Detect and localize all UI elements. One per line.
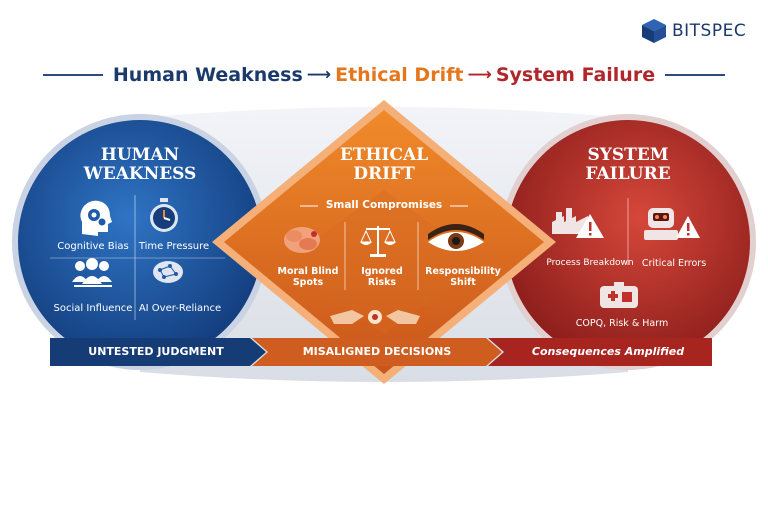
headline-rule-right	[665, 74, 726, 76]
band-label-consequences-amplified: Consequences Amplified	[531, 345, 685, 358]
headline: Human Weakness ⟶ Ethical Drift ⟶ System …	[0, 64, 768, 86]
band-segment-right	[488, 338, 712, 366]
human-weakness-title: HUMAN WEAKNESS	[70, 146, 210, 184]
ignored-risks-label: Ignored Risks	[346, 266, 418, 288]
band-segment-center	[252, 338, 502, 366]
title-line-2: FAILURE	[585, 164, 671, 184]
headline-part-1: Human Weakness	[112, 64, 303, 86]
stopwatch-icon	[150, 198, 178, 232]
band-segment-left	[50, 338, 266, 366]
band-label-misaligned-decisions: MISALIGNED DECISIONS	[302, 345, 452, 358]
label-line-1: Moral Blind	[277, 266, 339, 277]
brain-icon	[284, 227, 320, 253]
headline-part-3: System Failure	[495, 64, 656, 86]
robot-warning-icon	[644, 208, 700, 240]
brand-logo: BITSPEC	[640, 18, 746, 44]
process-breakdown-label: Process Breakdown	[546, 258, 634, 268]
label-line-2: Shift	[450, 277, 476, 288]
cube-logo-icon	[642, 19, 666, 43]
system-failure-title: SYSTEM FAILURE	[558, 146, 698, 184]
people-icon	[72, 258, 112, 287]
handshake-icon	[330, 310, 420, 324]
social-influence-label: Social Influence	[53, 303, 133, 314]
headline-rule-left	[42, 74, 103, 76]
small-compromises-label: Small Compromises	[325, 199, 443, 211]
arrow-right-icon: ⟶	[306, 65, 332, 85]
title-line-2: WEAKNESS	[83, 164, 197, 184]
title-line-1: ETHICAL	[339, 145, 429, 165]
title-line-1: SYSTEM	[587, 145, 669, 165]
label-line-2: Spots	[292, 277, 324, 288]
time-pressure-label: Time Pressure	[138, 241, 210, 252]
eye-icon	[428, 224, 484, 251]
title-line-2: DRIFT	[353, 164, 415, 184]
factory-warning-icon	[552, 208, 604, 238]
brain-network-icon	[153, 261, 183, 283]
headline-part-2: Ethical Drift	[335, 64, 464, 86]
moral-blind-spots-label: Moral Blind Spots	[270, 266, 346, 288]
ethical-drift-title: ETHICAL DRIFT	[314, 146, 454, 184]
head-gears-icon	[80, 200, 112, 236]
label-line-1: Ignored	[361, 266, 403, 277]
human-weakness-disc	[18, 120, 262, 364]
scales-icon	[360, 226, 396, 257]
responsibility-shift-label: Responsibility Shift	[418, 266, 508, 288]
medical-kit-icon	[600, 282, 638, 308]
ai-over-reliance-label: AI Over-Reliance	[138, 303, 222, 314]
arrow-right-icon: ⟶	[467, 65, 492, 85]
brand-name: BITSPEC	[672, 21, 747, 41]
band-label-untested-judgment: UNTESTED JUDGMENT	[88, 345, 224, 358]
title-line-1: HUMAN	[100, 145, 180, 165]
ethical-drift-diamond-inner	[284, 190, 484, 334]
cognitive-bias-label: Cognitive Bias	[57, 241, 129, 252]
critical-errors-label: Critical Errors	[641, 258, 707, 269]
copq-risk-harm-label: COPQ, Risk & Harm	[575, 318, 669, 329]
label-line-1: Responsibility	[425, 266, 501, 277]
label-line-2: Risks	[367, 277, 397, 288]
